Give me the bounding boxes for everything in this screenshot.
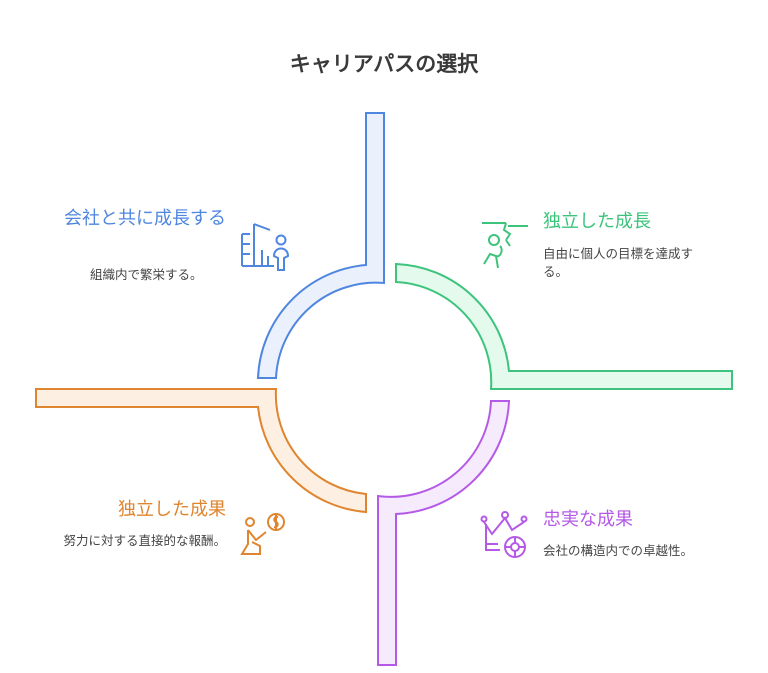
desc-grow-with-company: 組織内で繁栄する。 [90,267,203,282]
heading-independent-growth: 独立した成長 [543,211,651,232]
heading-independent-results: 独立した成果 [118,499,226,520]
diagram-title: キャリアパスの選択 [289,52,479,76]
crown-icon [480,511,528,558]
climbing-person-icon [482,222,528,269]
heading-grow-with-company: 会社と共に成長する [64,208,226,229]
corporate-growth-icon [241,223,290,271]
green-path-segment [395,262,733,390]
purple-path-segment [377,400,511,666]
blue-path-segment [256,112,385,379]
person-reaching-money-icon [240,513,285,555]
orange-path-segment [35,388,367,514]
desc-independent-results: 努力に対する直接的な報酬。 [63,533,226,548]
desc-independent-growth: 自由に個人の目標を達成する。 [543,246,694,279]
heading-loyal-results: 忠実な成果 [543,509,633,530]
desc-loyal-results: 会社の構造内での卓越性。 [543,543,694,558]
